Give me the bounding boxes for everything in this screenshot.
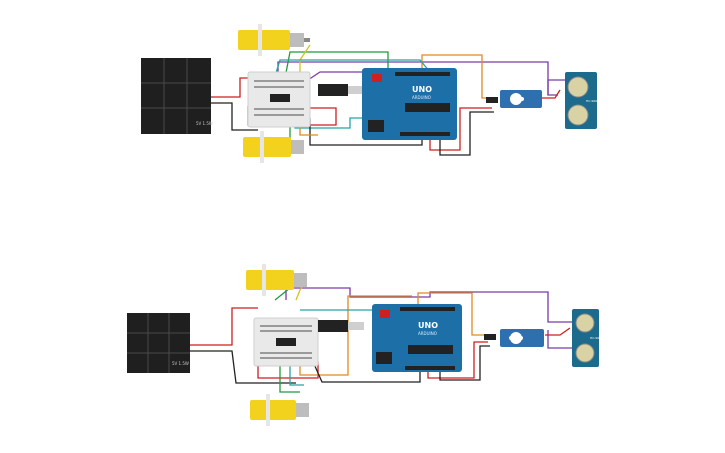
- solar-panel: 5V 1.5W: [127, 313, 190, 373]
- arduino-sub: ARDUINO: [418, 331, 437, 336]
- wire-black: [210, 102, 258, 131]
- dc-motor-bottom: [243, 131, 304, 163]
- wire-red: [190, 307, 258, 346]
- wire-orange: [299, 295, 412, 376]
- dc-motor-top: [238, 24, 310, 56]
- motor-driver-chip: [276, 338, 296, 346]
- arduino-board: UNO ARDUINO: [372, 304, 462, 372]
- solar-panel-label: 5V 1.5W: [172, 361, 189, 366]
- wire-orange: [421, 54, 492, 99]
- arduino-brand: UNO: [418, 321, 438, 330]
- motor-driver-chip: [270, 94, 290, 102]
- solar-panel: 5V 1.5W: [141, 58, 213, 134]
- arduino-brand: UNO: [412, 85, 432, 94]
- servo-connector: [486, 97, 498, 103]
- wire-orange: [417, 292, 484, 336]
- wire-purple: [547, 79, 570, 95]
- servo-connector: [484, 334, 496, 340]
- circuit-bottom: 5V 1.5W: [127, 264, 603, 426]
- arduino-board: UNO ARDUINO: [362, 68, 457, 140]
- wire-purple: [547, 330, 572, 349]
- usb-cable: [318, 84, 348, 96]
- wire-black: [190, 350, 296, 384]
- sensor-label: HC-SR04: [586, 99, 599, 103]
- wire-teal: [289, 365, 304, 386]
- wire-purple: [285, 287, 572, 323]
- solar-panel-label: 5V 1.5W: [196, 121, 213, 126]
- wire-red: [429, 107, 492, 151]
- breadboard: [247, 71, 311, 128]
- breadboard: [253, 317, 319, 367]
- sensor-label: HC-SR04: [590, 336, 603, 340]
- ultrasonic-sensor: HC-SR04: [565, 72, 599, 129]
- circuit-top: 5V 1.5W: [141, 24, 599, 163]
- wire-green: [279, 365, 300, 393]
- wire-black: [439, 345, 490, 381]
- arduino-sub: ARDUINO: [412, 95, 431, 100]
- servo-motor: [500, 329, 544, 347]
- wire-red: [427, 341, 488, 379]
- wire-red: [545, 327, 571, 336]
- servo-motor: [500, 90, 542, 108]
- wire-black: [439, 111, 494, 156]
- dc-motor-top: [246, 264, 307, 296]
- wire-red: [540, 89, 561, 99]
- wire-black: [309, 354, 421, 383]
- dc-motor-bottom: [250, 394, 309, 426]
- usb-cable: [318, 320, 348, 332]
- ultrasonic-sensor: HC-SR04: [572, 309, 603, 367]
